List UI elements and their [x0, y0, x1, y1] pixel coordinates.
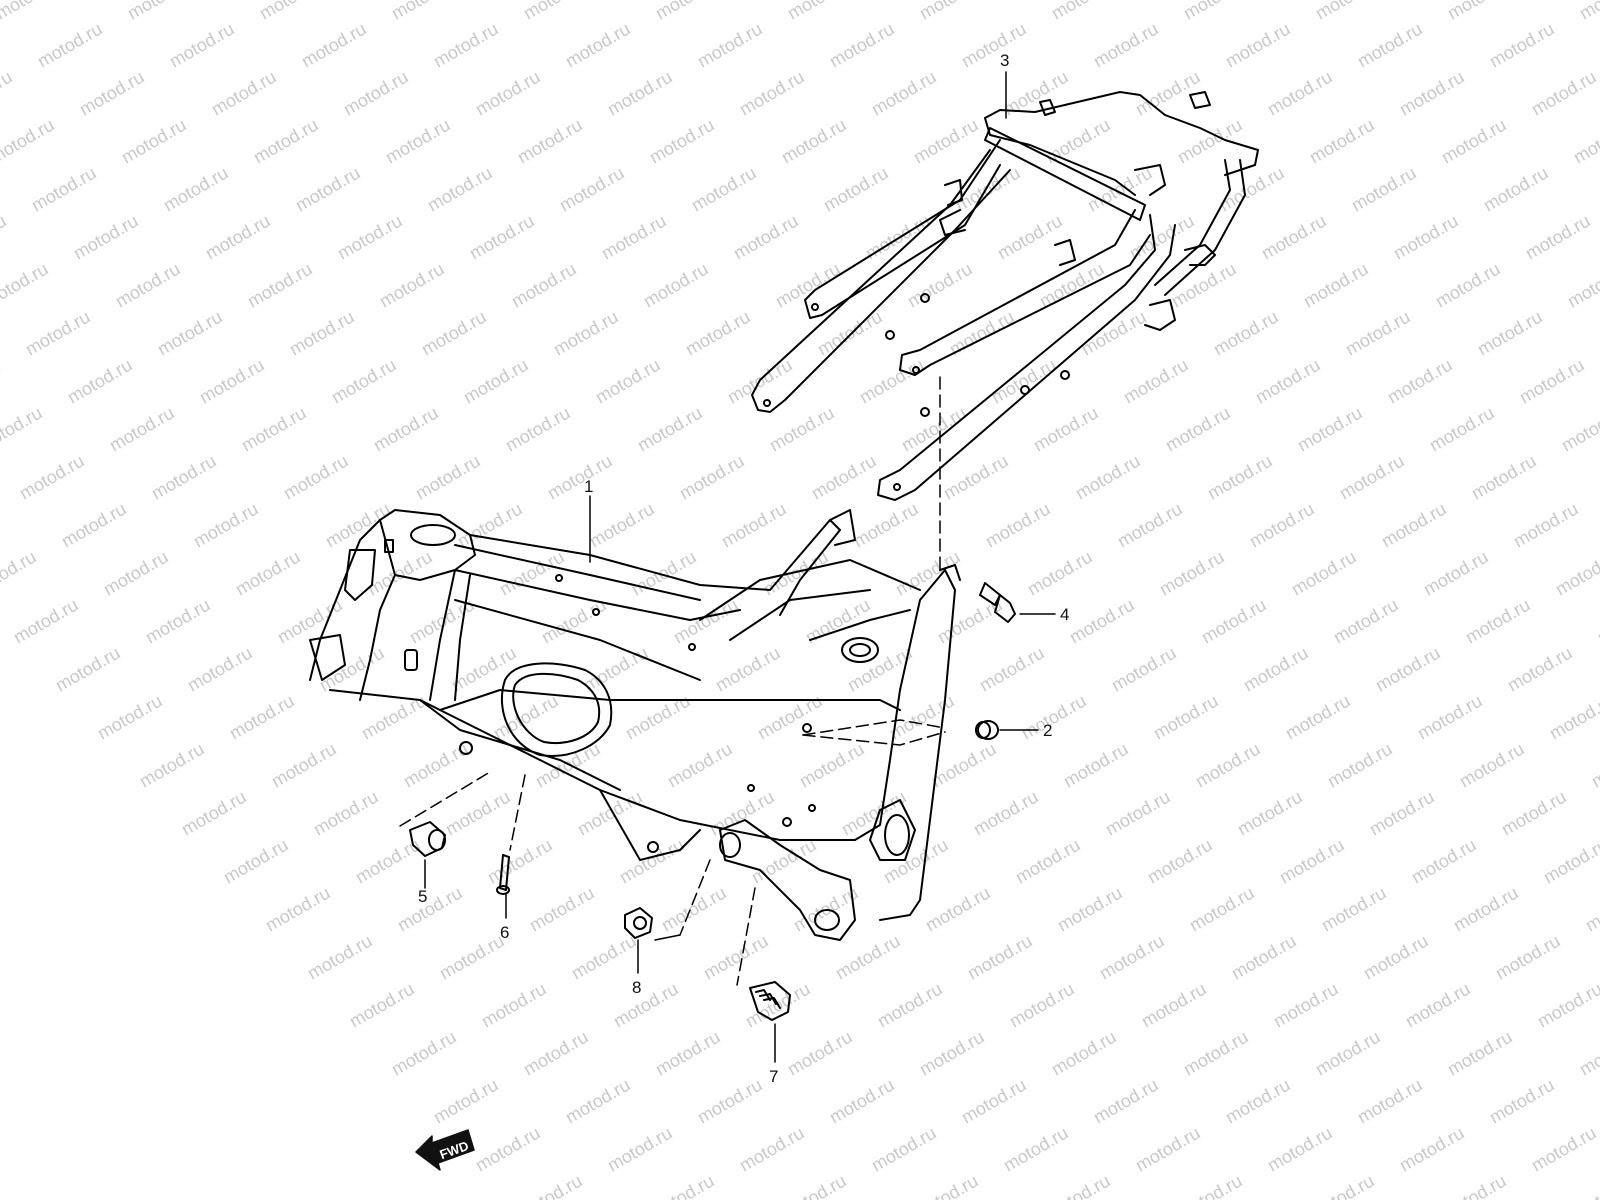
main-frame	[309, 509, 961, 941]
seat-rail-subframe	[751, 91, 1259, 501]
callout-1: 1	[584, 477, 593, 496]
callout-labels: 3 1 4 2 5 6 8 7	[418, 51, 1069, 1086]
fwd-arrow-icon: FWD	[415, 1129, 475, 1171]
callout-6: 6	[500, 923, 509, 942]
callout-7: 7	[769, 1067, 778, 1086]
part-bushing-7	[749, 981, 791, 1021]
part-nut-8	[624, 907, 653, 939]
leader-lines	[399, 71, 1056, 1063]
callout-8: 8	[632, 978, 641, 997]
part-bolt-4	[979, 582, 1016, 623]
callout-4: 4	[1060, 605, 1069, 624]
callout-5: 5	[418, 887, 427, 906]
callout-2: 2	[1043, 721, 1052, 740]
callout-3: 3	[1000, 51, 1009, 70]
part-screw-6	[496, 854, 510, 895]
part-plug-2	[975, 720, 999, 740]
part-collar-5	[409, 821, 446, 857]
